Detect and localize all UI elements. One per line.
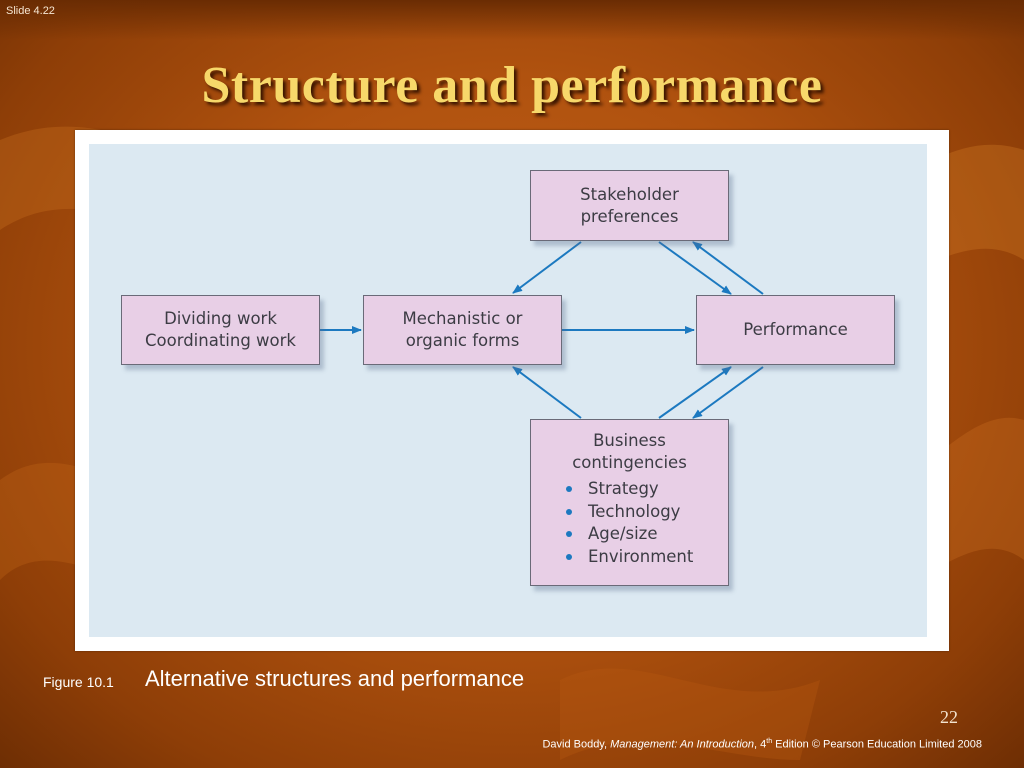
footer-author: David Boddy, bbox=[542, 738, 611, 751]
edge-performance-to-contingencies bbox=[692, 366, 764, 419]
top-band bbox=[0, 0, 1024, 40]
node-text: organic forms bbox=[405, 331, 520, 350]
footer-book: Management: An Introduction bbox=[610, 738, 755, 751]
stakeholder-preferences-box: Stakeholder preferences bbox=[530, 170, 729, 241]
dividing-work-box: Dividing work Coordinating work bbox=[121, 295, 320, 365]
footer-edition: , 4 bbox=[754, 738, 767, 751]
contingency-list: Strategy Technology Age/size Environment bbox=[563, 478, 693, 568]
edge-performance-to-stakeholder bbox=[692, 241, 764, 295]
contingency-item: Technology bbox=[563, 501, 693, 524]
edge-stakeholder-to-mechanistic bbox=[512, 241, 582, 294]
contingency-item: Age/size bbox=[563, 523, 693, 546]
node-text: Performance bbox=[743, 320, 848, 339]
figure-frame: Stakeholder preferences Dividing work Co… bbox=[75, 130, 949, 651]
footer-rest: Edition © Pearson Education Limited 2008 bbox=[772, 738, 982, 751]
footer-edition-sup: th bbox=[766, 738, 773, 745]
node-text: Dividing work bbox=[164, 309, 277, 328]
diagram-panel: Stakeholder preferences Dividing work Co… bbox=[89, 144, 927, 637]
figure-caption: Alternative structures and performance bbox=[145, 666, 525, 691]
edge-stakeholder-to-performance bbox=[658, 241, 732, 295]
edge-contingencies-to-mechanistic bbox=[512, 366, 582, 419]
diagram-edges bbox=[320, 241, 764, 419]
mechanistic-forms-box: Mechanistic or organic forms bbox=[363, 295, 562, 365]
node-text: Mechanistic or bbox=[402, 309, 523, 328]
node-text: Coordinating work bbox=[145, 331, 296, 350]
contingency-item: Strategy bbox=[563, 478, 693, 501]
slide-title: Structure and performance bbox=[201, 57, 823, 114]
business-contingencies-box: Business contingencies Strategy Technolo… bbox=[530, 419, 729, 586]
node-text: Business bbox=[593, 431, 666, 450]
node-text: preferences bbox=[580, 206, 679, 226]
figure-label: Figure 10.1 bbox=[43, 674, 114, 690]
page-number: 22 bbox=[940, 707, 958, 727]
performance-box: Performance bbox=[696, 295, 895, 365]
slide-label: Slide 4.22 bbox=[6, 5, 55, 17]
footer-credit: David Boddy, Management: An Introduction… bbox=[542, 738, 982, 751]
node-text: contingencies bbox=[572, 453, 687, 472]
node-text: Stakeholder bbox=[580, 184, 679, 204]
contingency-item: Environment bbox=[563, 546, 693, 569]
edge-contingencies-to-performance bbox=[658, 366, 732, 419]
